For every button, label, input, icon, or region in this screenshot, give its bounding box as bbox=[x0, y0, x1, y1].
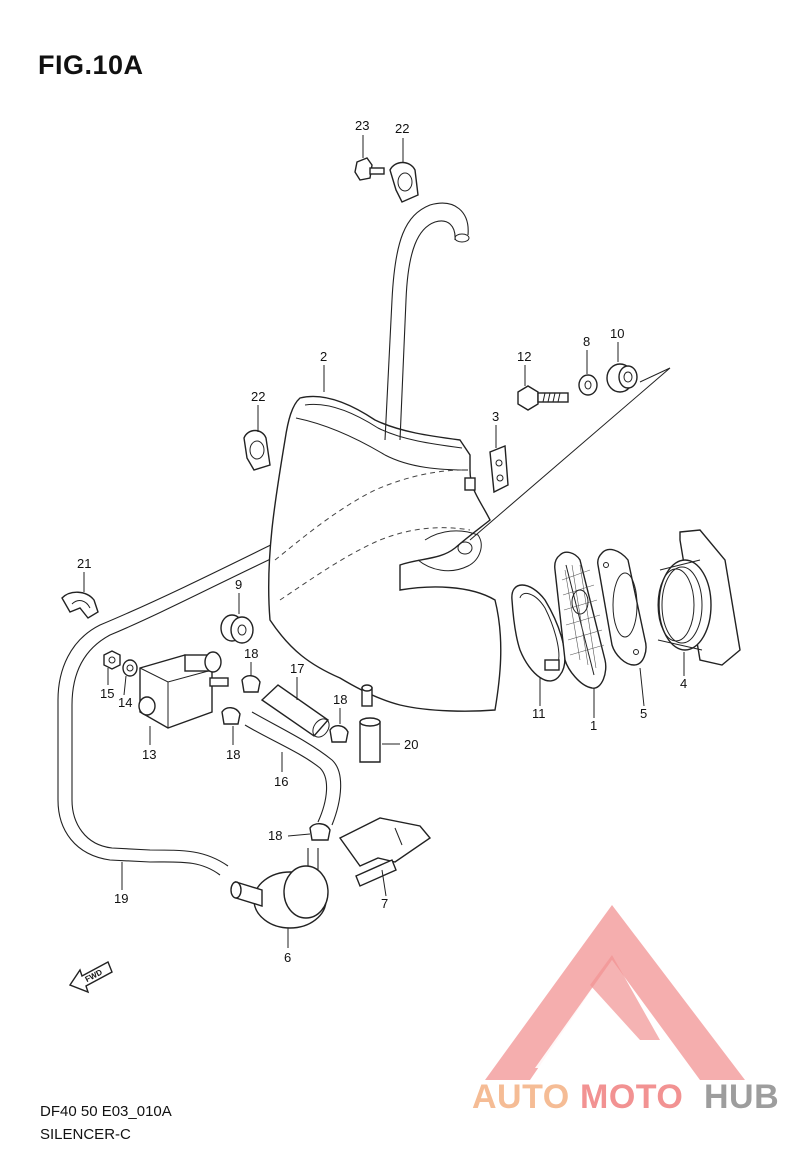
figure-caption: SILENCER-C bbox=[40, 1126, 131, 1143]
part-3-bracket bbox=[489, 444, 509, 494]
callout-20: 20 bbox=[404, 737, 418, 752]
callout-18-a: 18 bbox=[244, 646, 258, 661]
callout-17: 17 bbox=[290, 661, 304, 676]
part-2-upper-hose bbox=[384, 202, 470, 441]
part-12-bolt bbox=[517, 385, 569, 411]
part-4-adapter bbox=[657, 529, 741, 666]
callout-7: 7 bbox=[381, 896, 388, 911]
part-9-grommet bbox=[220, 614, 254, 644]
watermark-text-moto: MOTO bbox=[580, 1078, 683, 1116]
callout-16: 16 bbox=[274, 774, 288, 789]
part-16-hose bbox=[244, 711, 342, 826]
watermark-text-hub: HUB bbox=[704, 1078, 779, 1116]
part-7-bracket bbox=[338, 817, 432, 887]
callout-21: 21 bbox=[77, 556, 91, 571]
part-2-silencer-case bbox=[268, 395, 502, 712]
callout-8: 8 bbox=[583, 334, 590, 349]
part-6-filter bbox=[230, 848, 329, 929]
figure-title: FIG.10A bbox=[38, 50, 144, 80]
part-22-clamp-left bbox=[243, 429, 271, 471]
callout-18-d: 18 bbox=[268, 828, 282, 843]
part-10-grommet bbox=[606, 363, 638, 393]
part-22-clamp-top bbox=[389, 161, 419, 203]
callout-15: 15 bbox=[100, 686, 114, 701]
triangle-logo-icon bbox=[485, 905, 745, 1080]
callout-19: 19 bbox=[114, 891, 128, 906]
callout-10: 10 bbox=[610, 326, 624, 341]
callout-18-c: 18 bbox=[333, 692, 347, 707]
part-13-solenoid-valve bbox=[138, 651, 229, 729]
part-19-long-hose bbox=[57, 537, 291, 876]
callout-2: 2 bbox=[320, 349, 327, 364]
part-1-mesh-screen bbox=[554, 551, 607, 689]
callout-4: 4 bbox=[680, 676, 687, 691]
part-18-clip-b bbox=[221, 707, 241, 725]
part-23-bolt bbox=[354, 157, 385, 181]
callout-22-left: 22 bbox=[251, 389, 265, 404]
watermark-text-auto: AUTO bbox=[472, 1078, 570, 1116]
callout-3: 3 bbox=[492, 409, 499, 424]
callout-13: 13 bbox=[142, 747, 156, 762]
assembly-guide-line bbox=[469, 367, 671, 541]
callout-5: 5 bbox=[640, 706, 647, 721]
part-18-clip-c bbox=[329, 725, 349, 743]
part-15-nut bbox=[103, 650, 121, 670]
callout-11: 11 bbox=[532, 706, 546, 721]
part-17-hose bbox=[260, 684, 330, 738]
callout-6: 6 bbox=[284, 950, 291, 965]
callout-14: 14 bbox=[118, 695, 132, 710]
callout-22-top: 22 bbox=[395, 121, 409, 136]
callout-1: 1 bbox=[590, 718, 597, 733]
part-14-washer bbox=[122, 659, 138, 677]
part-18-clip-d bbox=[309, 823, 331, 841]
part-18-clip-a bbox=[241, 675, 261, 693]
leader-lines bbox=[83, 135, 685, 948]
part-21-clip bbox=[61, 591, 99, 619]
callout-9: 9 bbox=[235, 577, 242, 592]
part-11-band-clamp bbox=[511, 584, 566, 682]
callout-18-b: 18 bbox=[226, 747, 240, 762]
callout-12: 12 bbox=[517, 349, 531, 364]
part-20-pipe bbox=[359, 684, 381, 763]
fwd-arrow-icon: FWD bbox=[68, 961, 113, 994]
part-8-washer bbox=[578, 374, 598, 396]
part-5-gasket bbox=[597, 548, 647, 666]
watermark-logo: AUTO MOTO HUB bbox=[472, 905, 779, 1116]
figure-code: DF40 50 E03_010A bbox=[40, 1103, 172, 1120]
callout-labels: 23 22 2 22 3 12 8 10 21 9 18 17 18 20 15… bbox=[77, 118, 687, 965]
callout-23: 23 bbox=[355, 118, 369, 133]
